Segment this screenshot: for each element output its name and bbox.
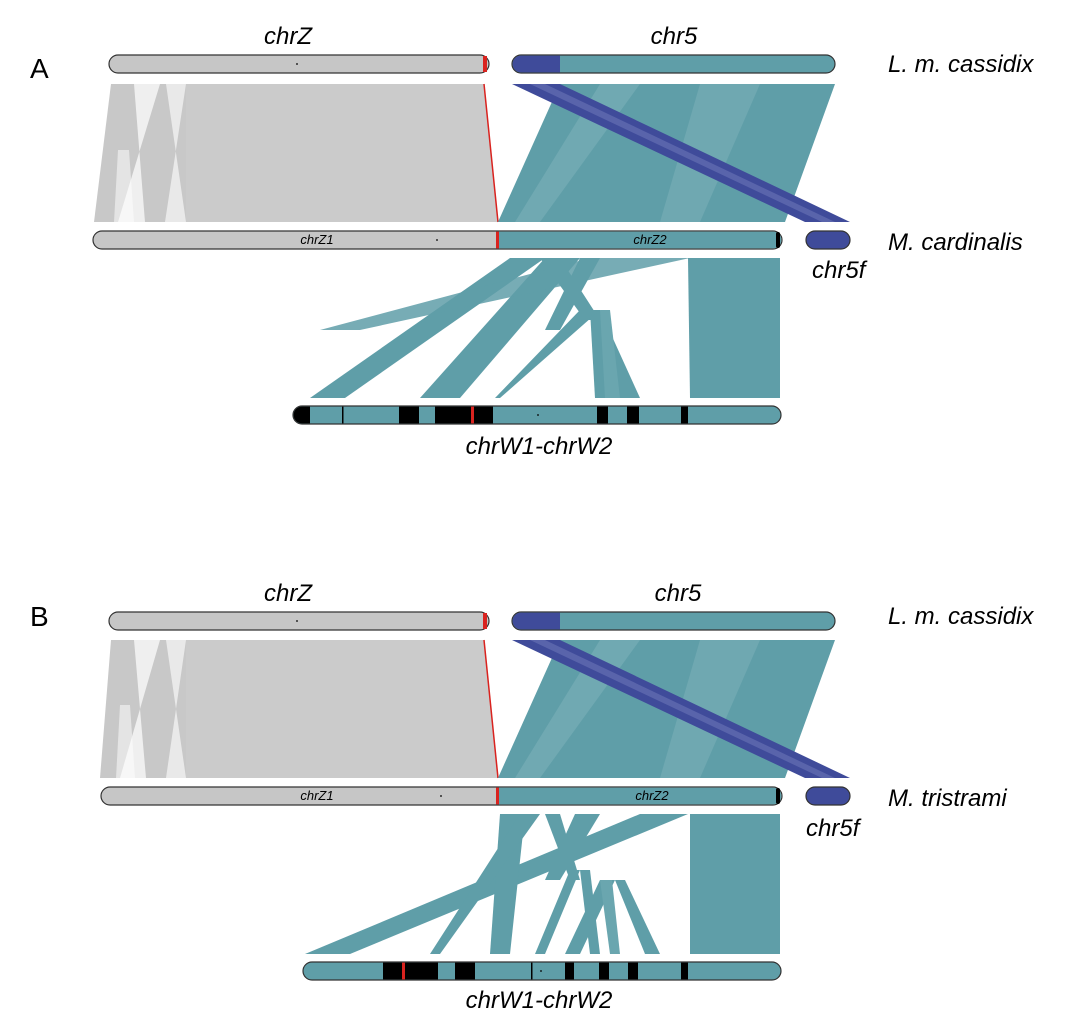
chrw-label: chrW1-chrW2: [466, 433, 613, 460]
panel-letter: A: [30, 53, 49, 84]
chrw-chromosome: [292, 405, 782, 425]
panel-b: B chrZ chr5 L. m. cassidix: [30, 580, 1034, 1014]
chrz-top-chromosome: [108, 611, 490, 631]
synteny-z2-to-w: [305, 814, 780, 954]
chrz1-chrz2-chromosome: [92, 230, 783, 250]
chrw-chromosome: [302, 961, 782, 981]
species-middle-label: M. tristrami: [888, 785, 1007, 812]
chrz2-label: chrZ2: [635, 788, 669, 803]
chrw-label: chrW1-chrW2: [466, 987, 613, 1014]
chr5-label: chr5: [655, 580, 702, 607]
chrz-label: chrZ: [264, 580, 313, 607]
panel-a: A chrZ chr5 L. m. cassidix: [30, 23, 1034, 460]
synteny-z-to-z1: [100, 639, 499, 779]
chrz1-label: chrZ1: [300, 788, 333, 803]
synteny-z-to-z1: [94, 83, 499, 223]
species-top-label: L. m. cassidix: [888, 51, 1034, 78]
chr5f-chromosome: [805, 230, 851, 250]
synteny-chr5-to-z2: [498, 84, 850, 222]
species-top-label: L. m. cassidix: [888, 603, 1034, 630]
chr5f-label: chr5f: [806, 815, 862, 842]
chrz-top-chromosome: [108, 54, 490, 74]
synteny-chr5-to-z2: [498, 640, 850, 778]
chr5f-chromosome: [805, 786, 851, 806]
chr5-top-chromosome: [511, 54, 836, 74]
chrz-label: chrZ: [264, 23, 313, 50]
chr5-top-chromosome: [511, 611, 836, 631]
chrz1-chrz2-chromosome: [100, 786, 783, 806]
chr5-label: chr5: [651, 23, 698, 50]
chrz1-label: chrZ1: [300, 232, 333, 247]
species-middle-label: M. cardinalis: [888, 229, 1023, 256]
chr5f-label: chr5f: [812, 257, 868, 284]
panel-letter: B: [30, 601, 49, 632]
chrz2-label: chrZ2: [633, 232, 667, 247]
synteny-z2-to-w: [310, 258, 780, 398]
